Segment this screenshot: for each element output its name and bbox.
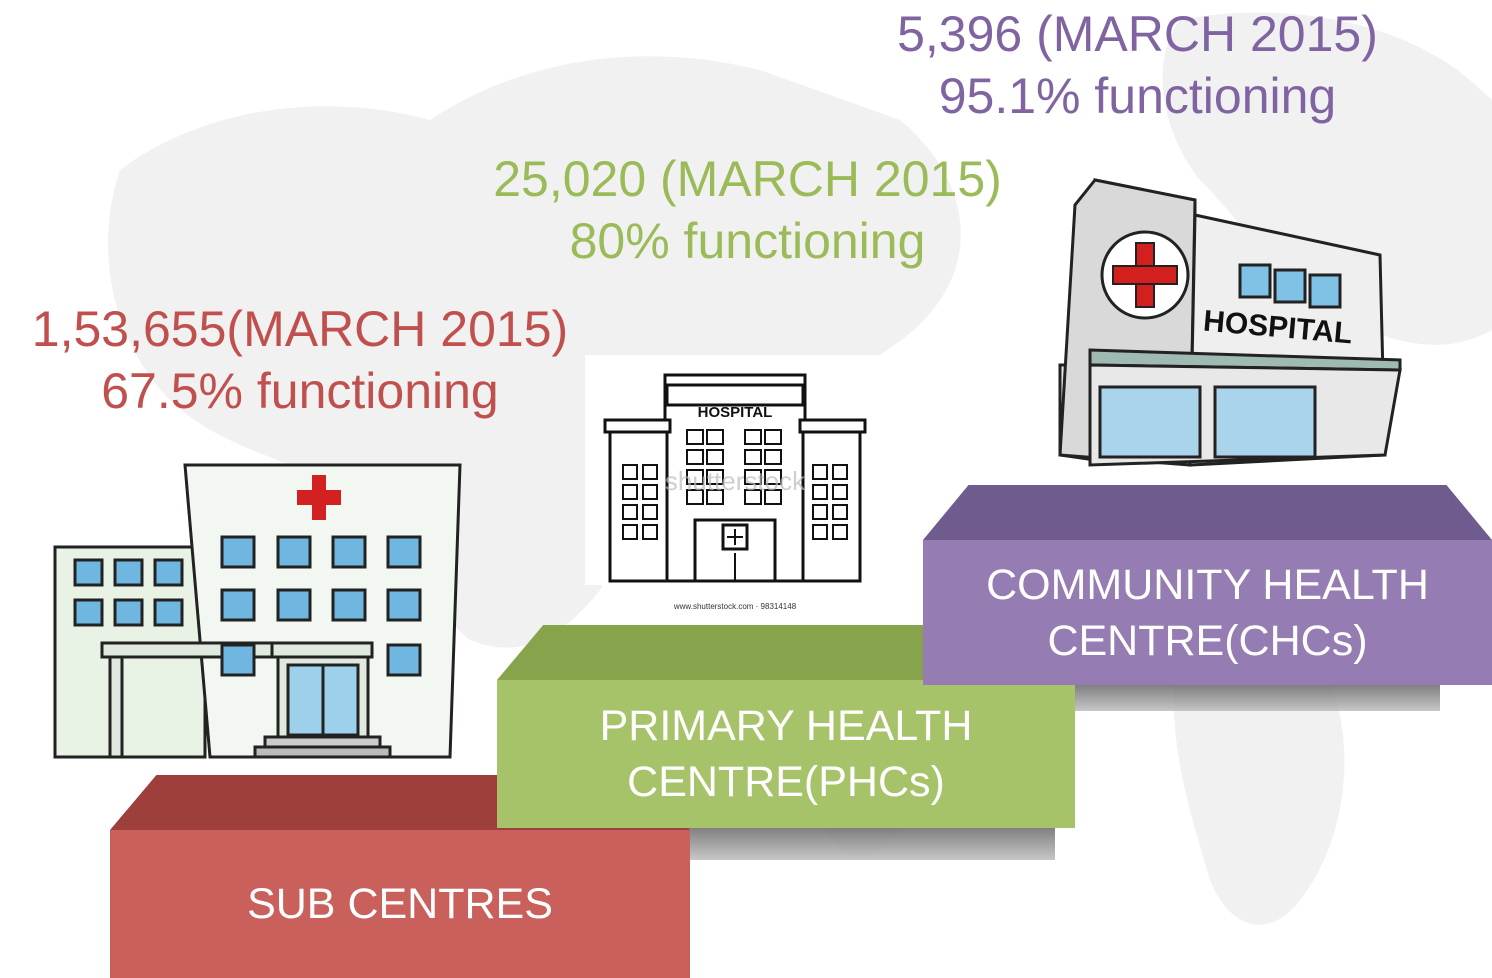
phc-statistic: 25,020 (MARCH 2015) 80% functioning [465, 148, 1030, 272]
chc-count: 5,396 (MARCH 2015) [897, 6, 1378, 62]
phc-functioning: 80% functioning [569, 213, 926, 269]
sub-centres-step: SUB CENTRES [110, 830, 690, 978]
chc-building-illustration: HOSPITAL [1058, 178, 1402, 467]
sub-centres-statistic: 1,53,655(MARCH 2015) 67.5% functioning [5, 298, 595, 422]
phc-step: PRIMARY HEALTH CENTRE(PHCs) [497, 680, 1075, 828]
sub-centres-functioning: 67.5% functioning [101, 363, 499, 419]
chc-step-top [923, 485, 1492, 540]
sub-centres-count: 1,53,655(MARCH 2015) [31, 301, 569, 357]
phc-label-line2: CENTRE(PHCs) [627, 758, 945, 806]
phc-building-illustration: HOSPITAL shutterstock www.shutterstock.c… [585, 355, 885, 611]
chc-step: COMMUNITY HEALTH CENTRE(CHCs) [923, 540, 1492, 685]
chc-functioning: 95.1% functioning [938, 68, 1337, 124]
phc-image-credit: www.shutterstock.com · 98314148 [673, 602, 797, 611]
phc-hospital-sign: HOSPITAL [698, 404, 773, 421]
phc-label-line1: PRIMARY HEALTH [599, 702, 973, 750]
chc-statistic: 5,396 (MARCH 2015) 95.1% functioning [870, 3, 1405, 127]
chc-label-line1: COMMUNITY HEALTH [986, 560, 1429, 609]
phc-watermark: shutterstock [665, 466, 806, 496]
sub-centres-label: SUB CENTRES [247, 880, 553, 928]
sub-centre-building-illustration [53, 463, 462, 759]
chc-label-line2: CENTRE(CHCs) [1047, 616, 1368, 665]
phc-count: 25,020 (MARCH 2015) [493, 151, 1002, 207]
